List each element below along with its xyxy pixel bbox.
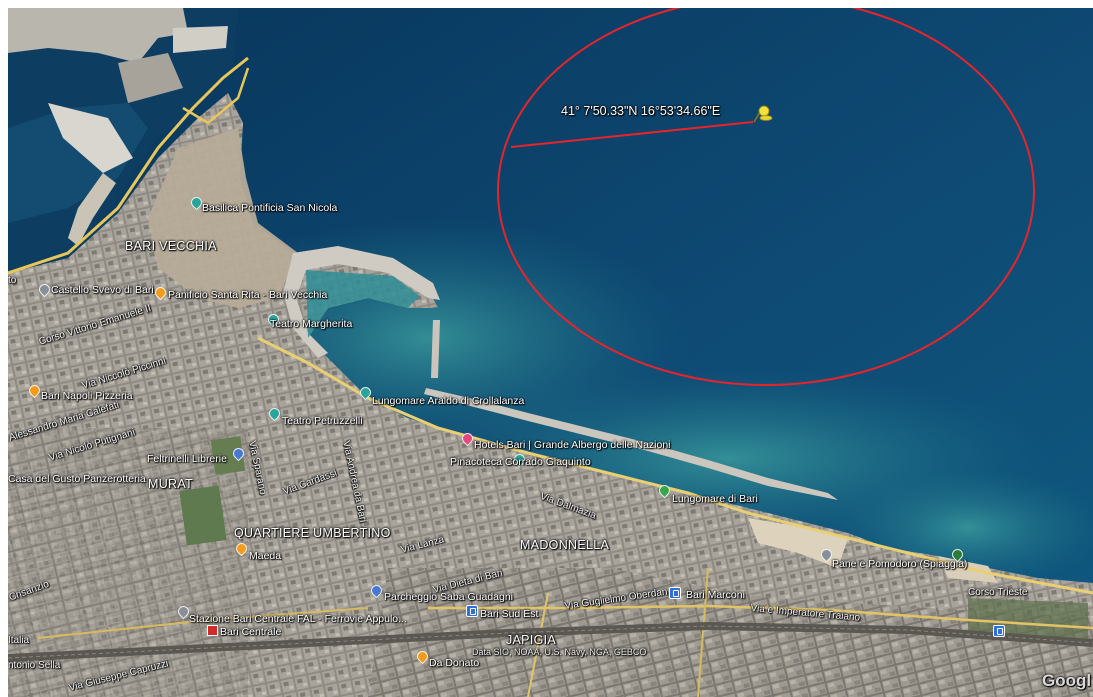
poi-castello[interactable]: Castello Svevo di Bari xyxy=(51,284,154,296)
poi-bari-napoli[interactable]: Bari Napoli Pizzeria xyxy=(41,390,133,402)
poi-stazione[interactable]: Stazione Bari Centrale FAL - Ferrovie Ap… xyxy=(189,613,407,625)
street-antonio-sella: ntonio Sella xyxy=(8,660,61,671)
poi-pinacoteca[interactable]: Pinacoteca Corrado Giaquinto xyxy=(450,456,591,468)
poi-da-donato[interactable]: Da Donato xyxy=(429,657,480,669)
poi-pane-pomodoro[interactable]: Pane e Pomodoro (Spiaggia) xyxy=(832,558,968,570)
poi-parcheggio[interactable]: Parcheggio Saba Guadagni xyxy=(384,591,514,603)
satellite-map-view[interactable]: 41° 7'50.33"N 16°53'34.66"E BARI VECCHIA… xyxy=(8,8,1093,697)
street-corso-trieste: Corso Trieste xyxy=(968,587,1028,598)
poi-teatro-margherita[interactable]: Teatro Margherita xyxy=(270,318,353,330)
district-bari-vecchia: BARI VECCHIA xyxy=(125,239,217,253)
poi-casa-gusto[interactable]: Casa del Gusto Panzerotteria xyxy=(8,473,146,485)
district-japigia: JAPIGIA xyxy=(506,633,557,647)
train-station-icon[interactable] xyxy=(993,625,1005,637)
ruler-radius-line xyxy=(510,121,754,148)
poi-bari-centrale[interactable]: Bari Centrale xyxy=(220,626,282,638)
railway-icon[interactable] xyxy=(207,625,218,636)
street-italia: Italia xyxy=(8,635,30,646)
district-madonnella: MADONNELLA xyxy=(520,538,610,552)
poi-feltrinelli[interactable]: Feltrinelli Librerie xyxy=(147,453,227,465)
poi-bari-sud-est[interactable]: Bari Sud Est xyxy=(480,608,539,620)
ruler-circle xyxy=(497,8,1035,386)
poi-basilica[interactable]: Basilica Pontificia San Nicola xyxy=(202,202,338,214)
train-station-icon[interactable] xyxy=(669,587,681,599)
map-imagery xyxy=(8,8,1093,697)
poi-hotels-bari[interactable]: Hotels Bari | Grande Albergo delle Nazio… xyxy=(474,439,671,451)
google-logo: Googl xyxy=(1042,671,1092,690)
poi-lungomare-bari[interactable]: Lungomare di Bari xyxy=(672,493,758,505)
district-quartiere-umbertino: QUARTIERE UMBERTINO xyxy=(234,526,391,540)
street-label: to xyxy=(8,275,17,286)
district-murat: MURAT xyxy=(148,477,194,491)
map-attribution: Data SIO, NOAA, U.S. Navy, NGA, GEBCO xyxy=(472,647,647,657)
poi-bari-marconi[interactable]: Bari Marconi xyxy=(686,589,745,601)
poi-maeda[interactable]: Maeda xyxy=(249,550,282,562)
poi-lungomare-araldo[interactable]: Lungomare Araldo di Crollalanza xyxy=(372,395,525,407)
poi-teatro-petruzzelli[interactable]: Teatro Petruzzelli xyxy=(282,415,363,427)
yellow-pushpin-icon[interactable] xyxy=(753,105,773,123)
poi-panificio[interactable]: Panificio Santa Rita - Bari Vecchia xyxy=(168,289,328,301)
placemark-coordinate-label: 41° 7'50.33"N 16°53'34.66"E xyxy=(561,104,721,118)
train-station-icon[interactable] xyxy=(466,605,478,617)
